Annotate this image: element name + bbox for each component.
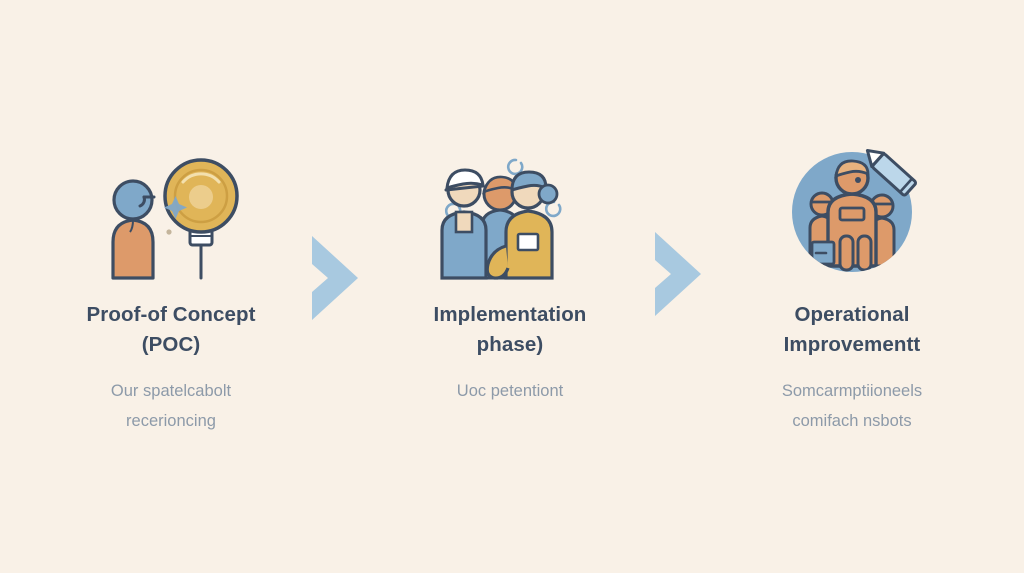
step-subtitle-line-1: Uoc petentiont — [456, 382, 564, 400]
chevron-right-icon — [645, 228, 725, 320]
person-with-lightbulb-icon — [91, 150, 251, 280]
step-subtitle: Our spatelcabolt recerioncing — [21, 376, 321, 436]
step-subtitle: Somcarmptiioneels comifach nsbots — [702, 376, 1002, 436]
process-step-implementation-phase[interactable]: Implementation phase) Uoc petentiont — [360, 150, 660, 406]
chevron-right-icon — [302, 232, 382, 324]
process-step-proof-of-concept[interactable]: Proof-of Concept (POC) Our spatelcabolt … — [21, 150, 321, 436]
step-title-line-2: phase) — [476, 333, 544, 356]
step-subtitle-line-1: Our spatelcabolt — [110, 382, 232, 400]
step-title-line-1: Proof-of Concept — [86, 303, 256, 326]
step-title: Operational Improvementt — [702, 300, 1002, 360]
step-subtitle-line-2: comifach nsbots — [792, 412, 912, 430]
team-of-workers-icon — [430, 150, 590, 280]
team-in-circle-with-pencil-icon — [772, 149, 932, 280]
step-subtitle-line-2: recerioncing — [126, 412, 216, 430]
step-title-line-2: (POC) — [141, 333, 201, 356]
step-title: Proof-of Concept (POC) — [21, 300, 321, 360]
process-step-operational-improvement[interactable]: Operational Improvementt Somcarmptiionee… — [702, 149, 1002, 436]
step-title-line-1: Implementation — [433, 303, 587, 326]
step-subtitle-line-1: Somcarmptiioneels — [781, 382, 923, 400]
step-title-line-2: Improvementt — [783, 333, 921, 356]
step-title-line-1: Operational — [794, 303, 910, 326]
step-title: Implementation phase) — [360, 300, 660, 360]
step-subtitle: Uoc petentiont — [360, 376, 660, 406]
